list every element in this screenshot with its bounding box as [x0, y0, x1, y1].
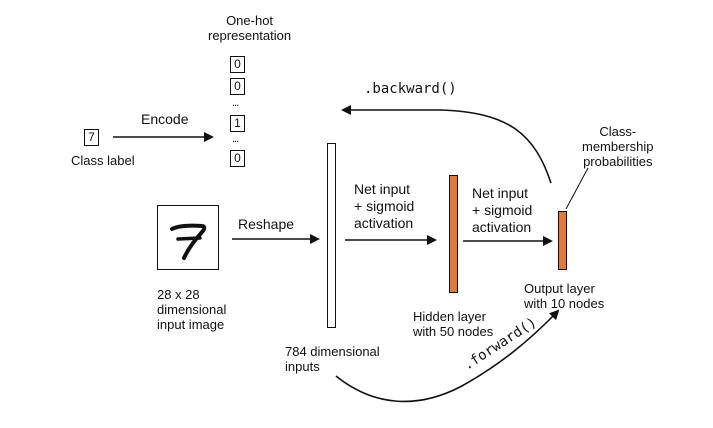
class-label-text: Class label	[71, 153, 135, 168]
one-hot-cell: 1	[230, 115, 245, 132]
one-hot-ellipsis: ...	[232, 133, 239, 145]
one-hot-cell: 0	[230, 150, 245, 167]
class-label-box: 7	[84, 129, 99, 146]
image-caption-line: 28 x 28	[157, 287, 200, 302]
output-caption-line: with 10 nodes	[524, 296, 605, 311]
net-input-line: activation	[472, 219, 532, 235]
one-hot-title: One-hot representation	[208, 13, 291, 43]
input-layer-bar	[327, 143, 336, 328]
image-caption-line: input image	[157, 317, 225, 332]
hidden-layer-bar	[449, 175, 458, 293]
class-membership-line3: probabilities	[583, 154, 653, 169]
one-hot-cell: 0	[230, 56, 245, 73]
image-caption: 28 x 28 dimensional input image	[157, 287, 226, 332]
reshape-label: Reshape	[238, 216, 295, 232]
net-input-line: Net input	[472, 185, 529, 201]
hidden-caption: Hidden layer with 50 nodes	[413, 309, 493, 339]
forward-arrow	[335, 309, 560, 403]
one-hot-title-line2: representation	[208, 28, 292, 43]
one-hot-ellipsis: ...	[232, 97, 239, 109]
class-membership-line2: membership	[582, 139, 654, 154]
output-caption-line: Output layer	[524, 281, 595, 296]
inputs-caption: 784 dimensional inputs	[285, 344, 380, 374]
image-caption-line: dimensional	[157, 302, 227, 317]
net-input-label-2: Net input + sigmoid activation	[472, 185, 532, 236]
class-membership-label: Class- membership probabilities	[582, 124, 654, 169]
output-layer-bar	[558, 211, 567, 270]
class-membership-line1: Class-	[599, 124, 637, 139]
inputs-caption-line: inputs	[285, 359, 320, 374]
inputs-caption-line: 784 dimensional	[285, 344, 380, 359]
one-hot-cell: 0	[230, 78, 245, 95]
net-input-line: + sigmoid	[472, 202, 533, 218]
backward-label: .backward()	[364, 81, 457, 97]
net-input-line: activation	[354, 215, 414, 231]
net-input-line: + sigmoid	[354, 198, 415, 214]
encode-label: Encode	[141, 111, 189, 127]
probabilities-pointer-line	[565, 167, 589, 210]
hidden-caption-line: Hidden layer	[413, 309, 486, 324]
net-input-label-1: Net input + sigmoid activation	[354, 181, 414, 232]
net-input-line: Net input	[354, 181, 411, 197]
output-caption: Output layer with 10 nodes	[524, 281, 604, 311]
handwritten-seven-icon	[170, 223, 207, 260]
one-hot-title-line1: One-hot	[226, 13, 274, 28]
input-digit-image	[157, 205, 219, 270]
backward-arrow	[341, 105, 552, 184]
hidden-caption-line: with 50 nodes	[413, 324, 494, 339]
